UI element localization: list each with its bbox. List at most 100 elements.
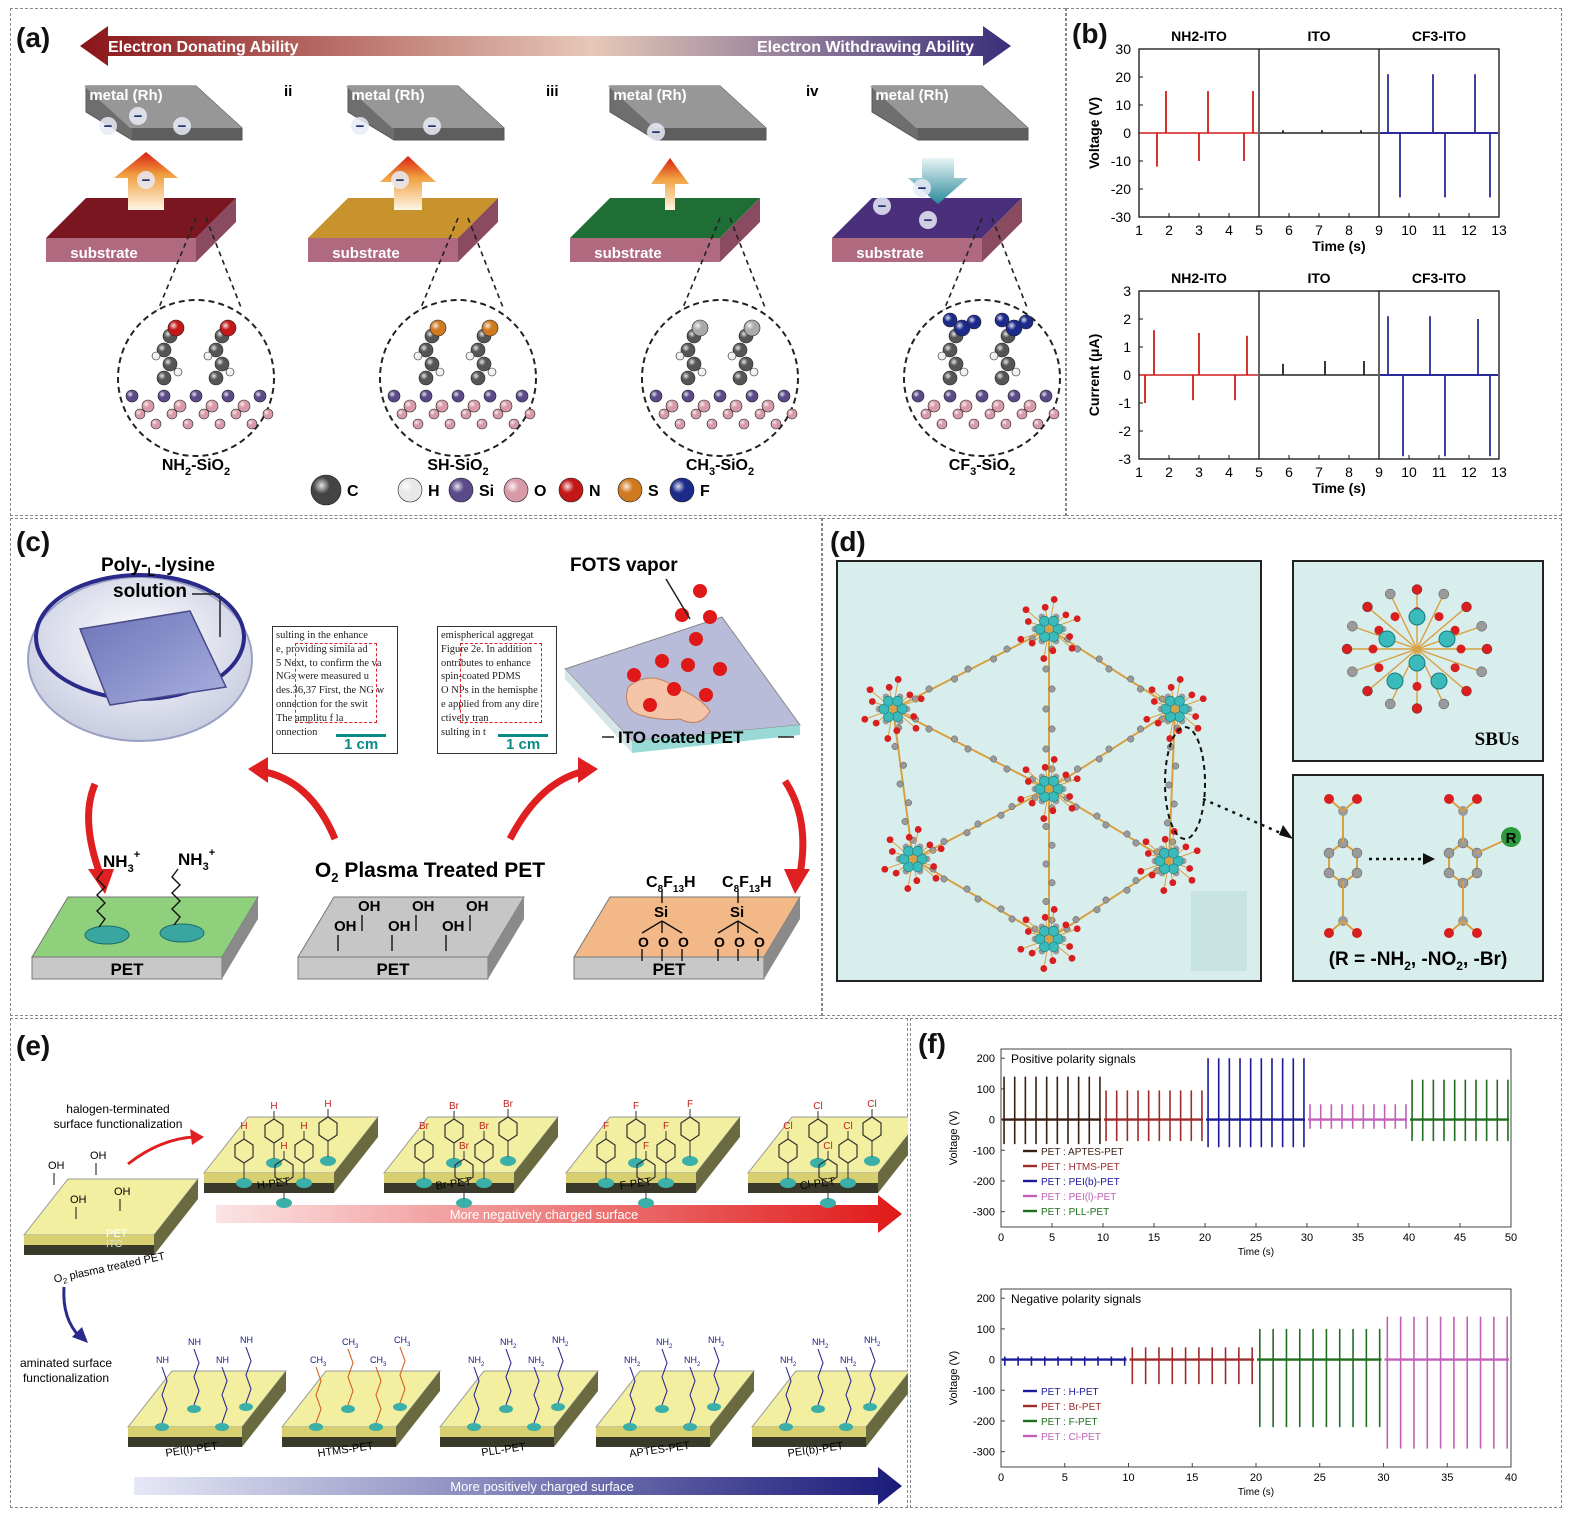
- linker-carbon: [997, 905, 1005, 913]
- x-axis-label: Time (s): [1238, 1487, 1274, 1498]
- terminal-group: NH2: [468, 1355, 485, 1368]
- node-atom: [1024, 928, 1032, 935]
- node-atom: [1160, 887, 1168, 894]
- sbu-atom: [1341, 643, 1353, 655]
- node-atom: [1148, 686, 1156, 694]
- sbu-atom: [1411, 584, 1423, 595]
- anchor-bead: [623, 1423, 637, 1431]
- sbu-atom: [1476, 666, 1487, 677]
- linker-carbon: [951, 735, 958, 743]
- zr-atom: [892, 711, 903, 723]
- linker-carbon: [1093, 812, 1101, 820]
- node-atom: [1050, 596, 1058, 603]
- snippet-left-line: NGs were measured u: [276, 671, 370, 683]
- lattice-atom-shine: [755, 409, 765, 419]
- oh-group: OH: [114, 1186, 131, 1198]
- anchor-bead: [187, 1405, 201, 1413]
- halogen-atom: F: [663, 1121, 669, 1132]
- node-atom: [1150, 698, 1158, 705]
- o-label: O: [638, 934, 649, 950]
- sbu-atom: [1461, 685, 1472, 697]
- c8f13h-label: C8F13H: [646, 874, 696, 895]
- chain: [713, 1346, 720, 1404]
- y-axis-label: Voltage (V): [948, 1111, 960, 1165]
- node-atom: [1040, 655, 1048, 662]
- x-tick-label: 3: [1195, 222, 1203, 238]
- legend-label: PET : H-PET: [1041, 1387, 1099, 1398]
- chem-part: C: [646, 874, 658, 891]
- x-tick-label: 15: [1148, 1232, 1160, 1244]
- x-tick-label: 13: [1491, 222, 1507, 238]
- fots-droplet: [699, 688, 713, 702]
- y-tick-label: -100: [973, 1145, 995, 1157]
- linker-carbon: [1048, 685, 1056, 693]
- node-atom: [1049, 647, 1057, 655]
- y-tick-label: 0: [1123, 367, 1131, 383]
- node-atom: [1199, 695, 1207, 703]
- carbon-atom-shine: [157, 343, 171, 357]
- x-tick-label: 20: [1199, 1232, 1211, 1244]
- ito-pet-slab-edge: [565, 669, 632, 753]
- linker-carbon: [1074, 765, 1081, 773]
- lattice-atom-shine: [413, 419, 423, 429]
- x-tick-label: 11: [1432, 464, 1447, 480]
- ito-layer: [440, 1437, 554, 1447]
- legend-label: PET : PLL-PET: [1041, 1207, 1109, 1218]
- lattice-atom-shine: [723, 409, 733, 419]
- electron-minus: −: [178, 118, 187, 135]
- node-atom: [1022, 606, 1030, 614]
- slab-label: H-PET: [256, 1176, 291, 1193]
- node-atom: [1073, 615, 1081, 623]
- linker-carbon: [1127, 735, 1135, 743]
- node-atom: [1188, 876, 1196, 884]
- lattice-atom-shine: [1001, 419, 1011, 429]
- substrate-label: substrate: [70, 245, 138, 262]
- node-atom: [937, 845, 945, 853]
- lattice-atom-shine: [167, 409, 177, 419]
- sbu-bond: [1367, 648, 1418, 692]
- terminal-group: NH2: [528, 1355, 545, 1368]
- sbu-bond: [1352, 648, 1418, 673]
- terminal-main: CH: [342, 1337, 355, 1347]
- bond: [641, 920, 663, 934]
- anchor-bead: [341, 1405, 355, 1413]
- carboxyl-oxygen: [1444, 928, 1454, 938]
- legend-label: PET : APTES-PET: [1041, 1147, 1124, 1158]
- hydrogen-atom-shine: [698, 368, 706, 376]
- halogen-atom: F: [603, 1121, 609, 1132]
- legend-label: Si: [479, 483, 494, 500]
- lattice-atom-shine: [1008, 390, 1020, 402]
- lattice-atom-shine: [142, 400, 154, 412]
- linker-carbon: [1095, 755, 1103, 763]
- segment-title: CF3-ITO: [1412, 270, 1466, 286]
- anchor-bead: [779, 1423, 793, 1431]
- ring-carbon: [1471, 867, 1483, 879]
- substrate-side: [196, 198, 236, 262]
- slab-side: [334, 1117, 378, 1193]
- hydrogen-atom-shine: [960, 368, 968, 376]
- chain: [193, 1348, 200, 1406]
- carboxyl-oxygen: [1324, 928, 1334, 938]
- legend-label: C: [347, 483, 359, 500]
- anchor-bead: [682, 1156, 698, 1166]
- chem-part: -SiO: [191, 457, 224, 474]
- hydrogen-atom-shine: [938, 352, 946, 360]
- amin-arrowhead: [72, 1327, 88, 1343]
- linker-carbon: [1042, 665, 1050, 673]
- pet-layer: [128, 1427, 242, 1437]
- snippet-right-line: ontributes to enhance: [441, 657, 531, 669]
- ito-layer: [596, 1437, 710, 1447]
- terminal-sub: 2: [721, 1342, 725, 1348]
- anchor-bead: [296, 1178, 312, 1188]
- node-atom: [1186, 865, 1194, 872]
- carbon-atom-shine: [425, 357, 439, 371]
- panel-e-label: (e): [16, 1030, 51, 1061]
- y-tick-label: 100: [977, 1324, 995, 1336]
- zr-atom: [1168, 847, 1179, 859]
- hydrogen-atom-shine: [466, 352, 474, 360]
- legend-label: S: [648, 483, 659, 500]
- sbu-oxygen: [1450, 663, 1460, 673]
- terminal-group: CH3: [310, 1355, 327, 1368]
- y-tick-label: -200: [973, 1416, 995, 1428]
